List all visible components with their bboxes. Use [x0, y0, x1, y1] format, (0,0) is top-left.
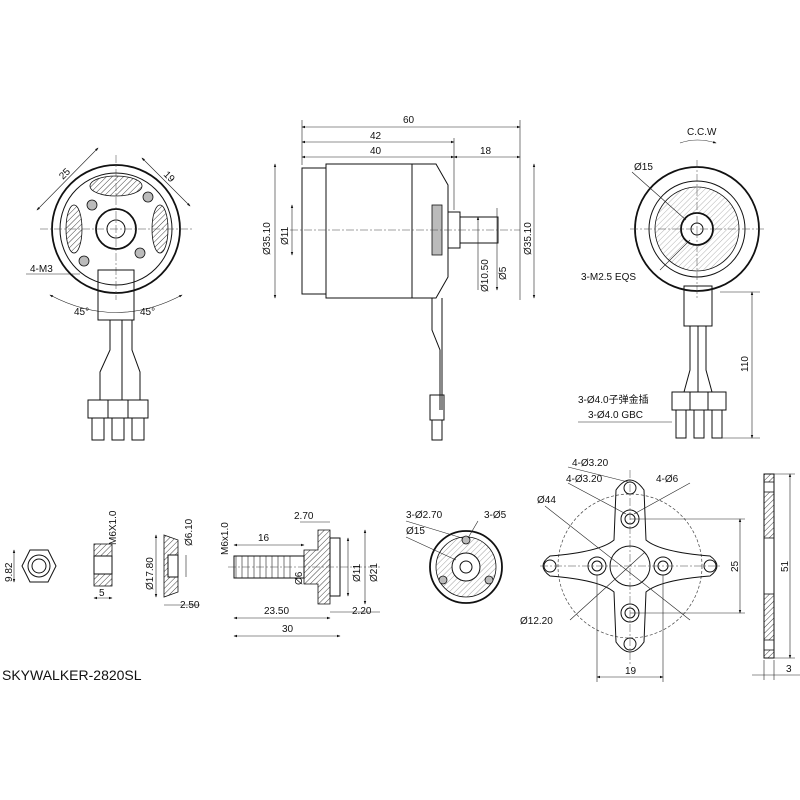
- prop-adapter: M6x1.0 16 2.70 Ø6 Ø11 Ø21 23.50 2.20 30: [220, 511, 380, 638]
- side-dim-42: 42: [370, 131, 382, 142]
- washer-thread: M6X1.0: [108, 510, 119, 545]
- front-angle-right: 45°: [140, 307, 155, 318]
- mount-holes-a: 4-Ø3.20: [572, 458, 609, 469]
- adapter-dim-2-70: 2.70: [294, 511, 314, 522]
- adapter-dim-23-50: 23.50: [264, 606, 289, 617]
- mount-dim-19: 19: [625, 666, 637, 677]
- rear-screws: 3-M2.5 EQS: [581, 272, 636, 283]
- adapter-dim-2-20: 2.20: [352, 606, 372, 617]
- mount-dim-51: 51: [780, 560, 791, 572]
- adapter-dia-21: Ø21: [369, 563, 380, 582]
- mount-holes-c: 4-Ø6: [656, 474, 679, 485]
- x-mount: 4-Ø3.20 4-Ø3.20 4-Ø6 Ø44 Ø12.20 25 19 51…: [520, 458, 800, 682]
- adapter-thread: M6x1.0: [220, 522, 231, 555]
- nut-dim-9-82: 9.82: [4, 562, 15, 582]
- adapter-dim-30: 30: [282, 624, 294, 635]
- rear-rotation: C.C.W: [687, 127, 717, 138]
- mount-dim-3: 3: [786, 664, 792, 675]
- washer: M6X1.0 5: [93, 510, 119, 600]
- adapter-dia-11: Ø11: [352, 563, 363, 582]
- side-dia-body-right: Ø35.10: [523, 222, 534, 255]
- side-dim-40: 40: [370, 146, 382, 157]
- collet-dia-6-10: Ø6.10: [184, 518, 195, 546]
- mount-dim-25: 25: [730, 560, 741, 572]
- hub-dia-15: Ø15: [406, 526, 425, 537]
- hub-holes-5: 3-Ø5: [484, 510, 507, 521]
- hub-holes-2-70: 3-Ø2.70: [406, 510, 443, 521]
- collet: Ø17.80 Ø6.10 2.50: [145, 518, 200, 611]
- mount-holes-b: 4-Ø3.20: [566, 474, 603, 485]
- front-angle-left: 45°: [74, 307, 89, 318]
- rear-dia-15: Ø15: [634, 162, 653, 173]
- rear-lead-length: 110: [740, 356, 751, 372]
- side-dia-10-50: Ø10.50: [480, 259, 491, 292]
- collet-dia-17-80: Ø17.80: [145, 557, 156, 590]
- adapter-dia-6: Ø6: [294, 571, 305, 585]
- front-dim-25: 25: [57, 166, 73, 182]
- mount-dia-12-20: Ø12.20: [520, 616, 553, 627]
- side-dia-11: Ø11: [280, 226, 291, 245]
- side-dia-5: Ø5: [498, 266, 509, 280]
- adapter-dim-16: 16: [258, 533, 270, 544]
- rear-view: C.C.W Ø15 3-M2.5 EQS 110 3-Ø4.0子弹金插 3-Ø4…: [578, 127, 765, 439]
- prop-hub: 3-Ø2.70 3-Ø5 Ø15: [405, 510, 507, 604]
- side-dia-body-left: Ø35.10: [262, 222, 273, 255]
- mount-dia-44: Ø44: [537, 495, 556, 506]
- side-dim-18: 18: [480, 146, 492, 157]
- nut: 9.82: [4, 549, 57, 583]
- front-dim-19: 19: [161, 169, 177, 185]
- front-mount-holes: 4-M3: [30, 264, 53, 275]
- rear-connector-en: 3-Ø4.0 GBC: [588, 410, 643, 421]
- rear-connector-cn: 3-Ø4.0子弹金插: [578, 393, 649, 406]
- side-view: 60 42 40 18 Ø35.10 Ø11 Ø10.50 Ø5 Ø35.10: [262, 115, 536, 441]
- washer-dim-5: 5: [99, 588, 105, 599]
- side-dim-60: 60: [403, 115, 415, 126]
- model-title: SKYWALKER-2820SL: [2, 667, 142, 683]
- collet-dim-2-50: 2.50: [180, 600, 200, 611]
- front-view: 25 19 4-M3 45° 45°: [26, 147, 192, 441]
